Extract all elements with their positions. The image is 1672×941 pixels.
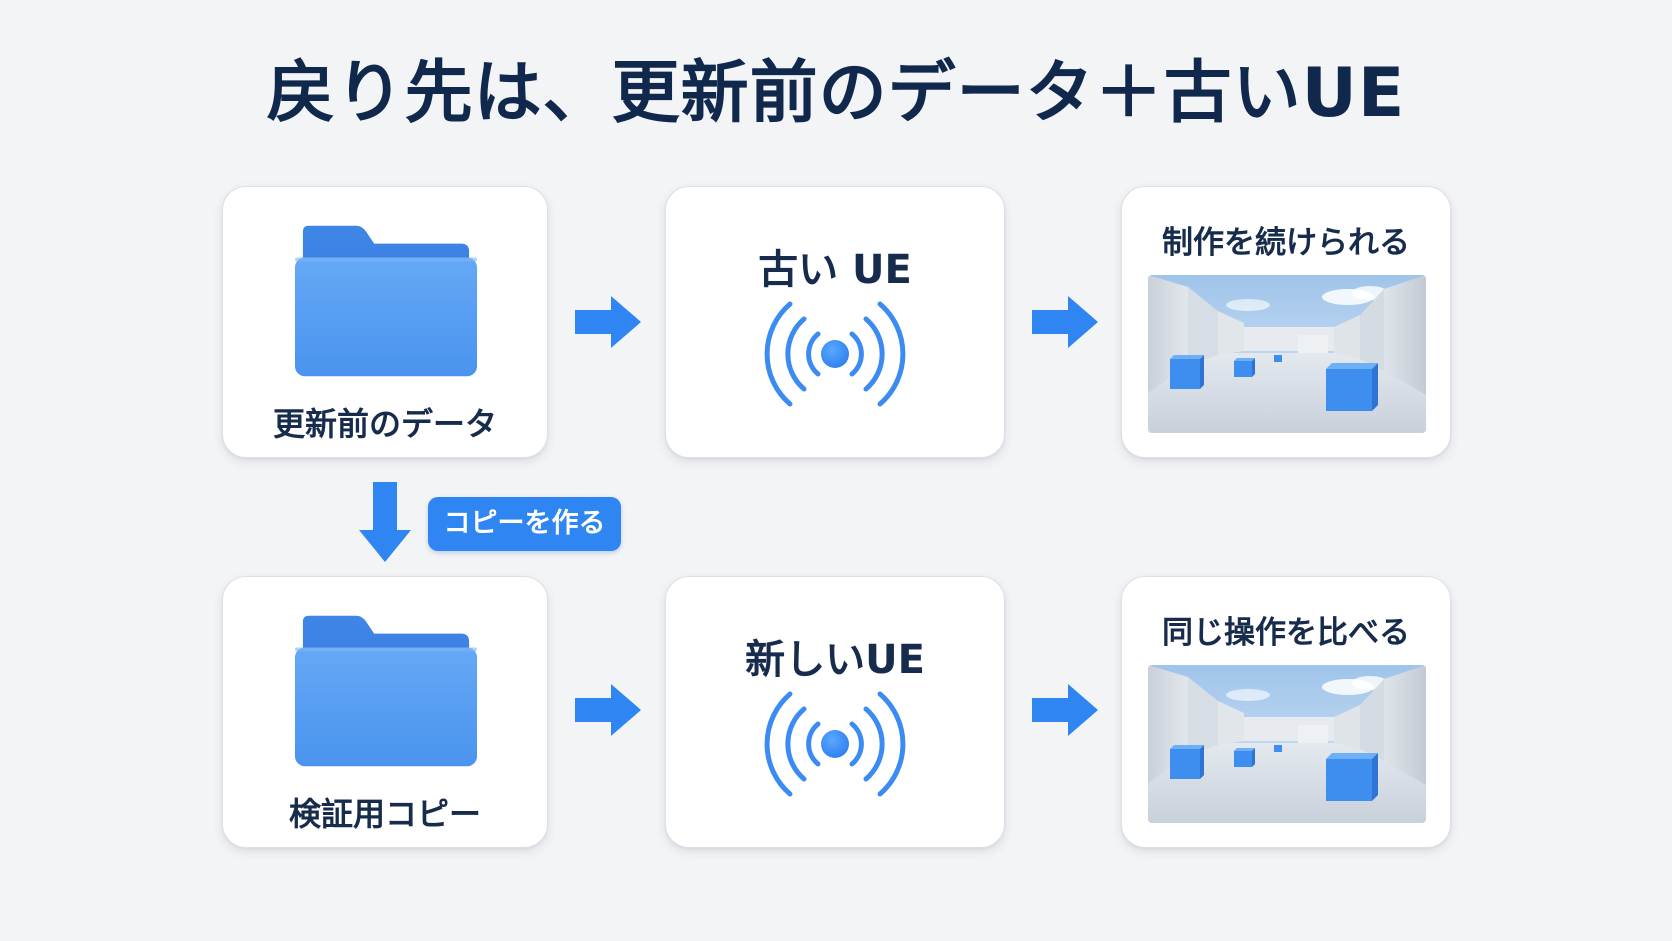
card-compare-operations: 同じ操作を比べる [1121, 576, 1451, 848]
card-label-old-ue: 古い UE [758, 247, 912, 293]
make-copy-badge: コピーを作る [428, 497, 621, 551]
arrow-right-icon [1032, 296, 1098, 348]
folder-icon [293, 615, 479, 767]
folder-icon [293, 225, 479, 377]
card-label-original-data: 更新前のデータ [272, 405, 497, 443]
card-label-compare-operations: 同じ操作を比べる [1162, 615, 1410, 651]
card-old-ue: 古い UE [665, 186, 1005, 458]
card-label-new-ue: 新しいUE [745, 637, 925, 683]
card-test-copy: 検証用コピー [222, 576, 548, 848]
arrow-right-icon [1032, 684, 1098, 736]
card-continue-production: 制作を続けられる [1121, 186, 1451, 458]
card-label-test-copy: 検証用コピー [288, 795, 481, 833]
scene-preview-image [1148, 665, 1426, 823]
card-label-continue-production: 制作を続けられる [1162, 225, 1410, 261]
scene-preview-image [1148, 275, 1426, 433]
arrow-down-icon [359, 482, 411, 562]
signal-waves-icon [752, 687, 918, 801]
card-new-ue: 新しいUE [665, 576, 1005, 848]
page-title: 戻り先は、更新前のデータ＋古いUE [266, 54, 1406, 133]
arrow-right-icon [575, 296, 641, 348]
card-original-data: 更新前のデータ [222, 186, 548, 458]
signal-waves-icon [752, 297, 918, 411]
arrow-right-icon [575, 684, 641, 736]
